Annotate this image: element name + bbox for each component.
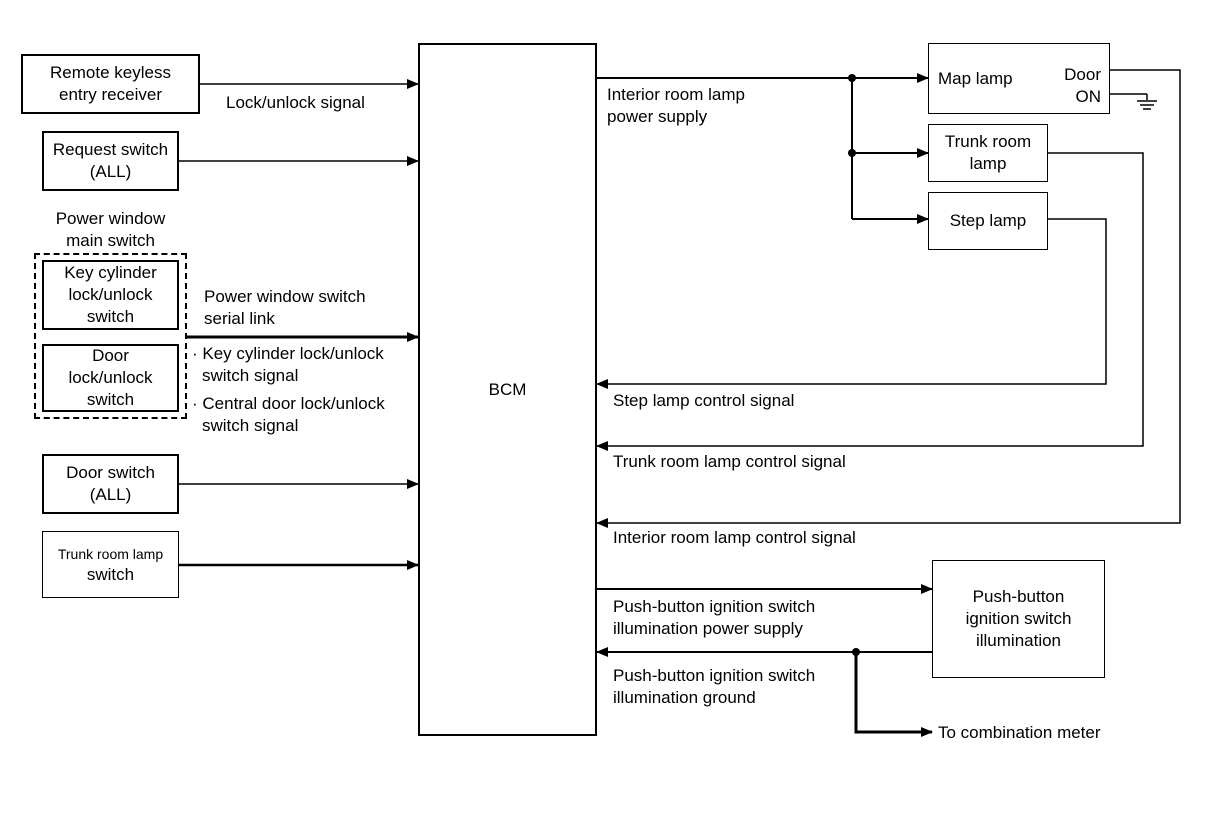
map-lamp-box: Map lamp Door ON xyxy=(928,43,1110,114)
push-button-illumination-box: Push-button ignition switch illumination xyxy=(932,560,1105,678)
trunk-switch-line-1: Trunk room lamp xyxy=(57,545,164,562)
trunk-room-lamp-switch-box: Trunk room lamp switch xyxy=(42,531,179,598)
wire-step-control xyxy=(596,218,1107,389)
pb-power-line-2: illumination power supply xyxy=(613,619,803,638)
junction-dot xyxy=(848,74,856,82)
door-on-label: Door ON xyxy=(1064,64,1101,108)
interior-power-line-1: Interior room lamp xyxy=(607,85,745,104)
bcm-label: BCM xyxy=(488,379,527,399)
remote-keyless-line-2: entry receiver xyxy=(59,85,162,104)
pb-illum-line-2: ignition switch xyxy=(965,609,1072,628)
key-cylinder-line-1: Key cylinder xyxy=(64,263,157,282)
pw-main-switch-line-2: main switch xyxy=(66,231,155,250)
pb-power-label: Push-button ignition switch illumination… xyxy=(613,596,815,640)
map-lamp-label: Map lamp xyxy=(938,69,1013,88)
key-cyl-signal-line-2: switch signal xyxy=(202,366,299,385)
wire-trunk-control xyxy=(596,152,1144,451)
pb-ground-line-1: Push-button ignition switch xyxy=(613,666,816,685)
trunk-switch-line-2: switch xyxy=(86,564,135,584)
power-window-main-switch-group xyxy=(34,253,187,419)
key-cylinder-line-2: lock/unlock xyxy=(68,285,153,304)
key-cylinder-switch-box: Key cylinder lock/unlock switch xyxy=(42,260,179,330)
door-switch-line-2: (ALL) xyxy=(89,485,132,504)
key-cylinder-line-3: switch xyxy=(86,307,135,326)
door-lock-line-2: lock/unlock xyxy=(68,368,153,387)
door-lock-line-3: switch xyxy=(86,390,135,409)
central-door-signal-line-1: Central door lock/unlock xyxy=(192,393,384,415)
pb-illum-line-3: illumination xyxy=(975,631,1062,650)
pw-serial-link-line-1: Power window switch xyxy=(204,287,366,306)
pb-power-line-1: Push-button ignition switch xyxy=(613,597,816,616)
trunk-lamp-line-2: lamp xyxy=(969,154,1007,173)
lock-unlock-signal-label: Lock/unlock signal xyxy=(226,93,365,112)
door-on-line-1: Door xyxy=(1064,65,1101,84)
pb-illum-line-1: Push-button xyxy=(972,587,1065,606)
power-window-main-switch-label: Power window main switch xyxy=(33,208,188,252)
wire-interior-control xyxy=(596,69,1181,528)
request-switch-box: Request switch (ALL) xyxy=(42,131,179,191)
pw-serial-link-label: Power window switch serial link xyxy=(204,286,366,330)
pb-ground-label: Push-button ignition switch illumination… xyxy=(613,665,815,709)
door-switch-box: Door switch (ALL) xyxy=(42,454,179,514)
trunk-lamp-control-label: Trunk room lamp control signal xyxy=(613,452,846,471)
key-cylinder-signal-label: Key cylinder lock/unlock switch signal xyxy=(192,343,384,387)
junction-dot xyxy=(852,648,860,656)
request-switch-line-2: (ALL) xyxy=(89,162,132,181)
interior-control-label: Interior room lamp control signal xyxy=(613,528,856,547)
remote-keyless-entry-receiver-box: Remote keyless entry receiver xyxy=(21,54,200,114)
step-lamp-control-label: Step lamp control signal xyxy=(613,391,795,410)
step-lamp-label: Step lamp xyxy=(949,211,1027,230)
interior-power-label: Interior room lamp power supply xyxy=(607,84,745,128)
remote-keyless-line-1: Remote keyless xyxy=(50,63,171,82)
door-switch-line-1: Door switch xyxy=(66,463,155,482)
trunk-room-lamp-box: Trunk room lamp xyxy=(928,124,1048,182)
central-door-signal-label: Central door lock/unlock switch signal xyxy=(192,393,385,437)
pb-ground-line-2: illumination ground xyxy=(613,688,756,707)
door-lock-switch-box: Door lock/unlock switch xyxy=(42,344,179,412)
bcm-box: BCM xyxy=(418,43,597,736)
door-lock-line-1: Door xyxy=(92,346,129,365)
trunk-lamp-line-1: Trunk room xyxy=(944,132,1032,151)
door-on-line-2: ON xyxy=(1075,87,1102,106)
key-cyl-signal-line-1: Key cylinder lock/unlock xyxy=(192,343,383,365)
to-combination-meter-label: To combination meter xyxy=(938,723,1101,742)
pw-serial-link-line-2: serial link xyxy=(204,309,275,328)
wire-to-meter xyxy=(854,652,933,737)
request-switch-line-1: Request switch xyxy=(52,140,169,159)
pw-main-switch-line-1: Power window xyxy=(55,209,166,228)
interior-power-line-2: power supply xyxy=(607,107,708,126)
central-door-signal-line-2: switch signal xyxy=(202,416,299,435)
junction-dot xyxy=(848,149,856,157)
step-lamp-box: Step lamp xyxy=(928,192,1048,250)
